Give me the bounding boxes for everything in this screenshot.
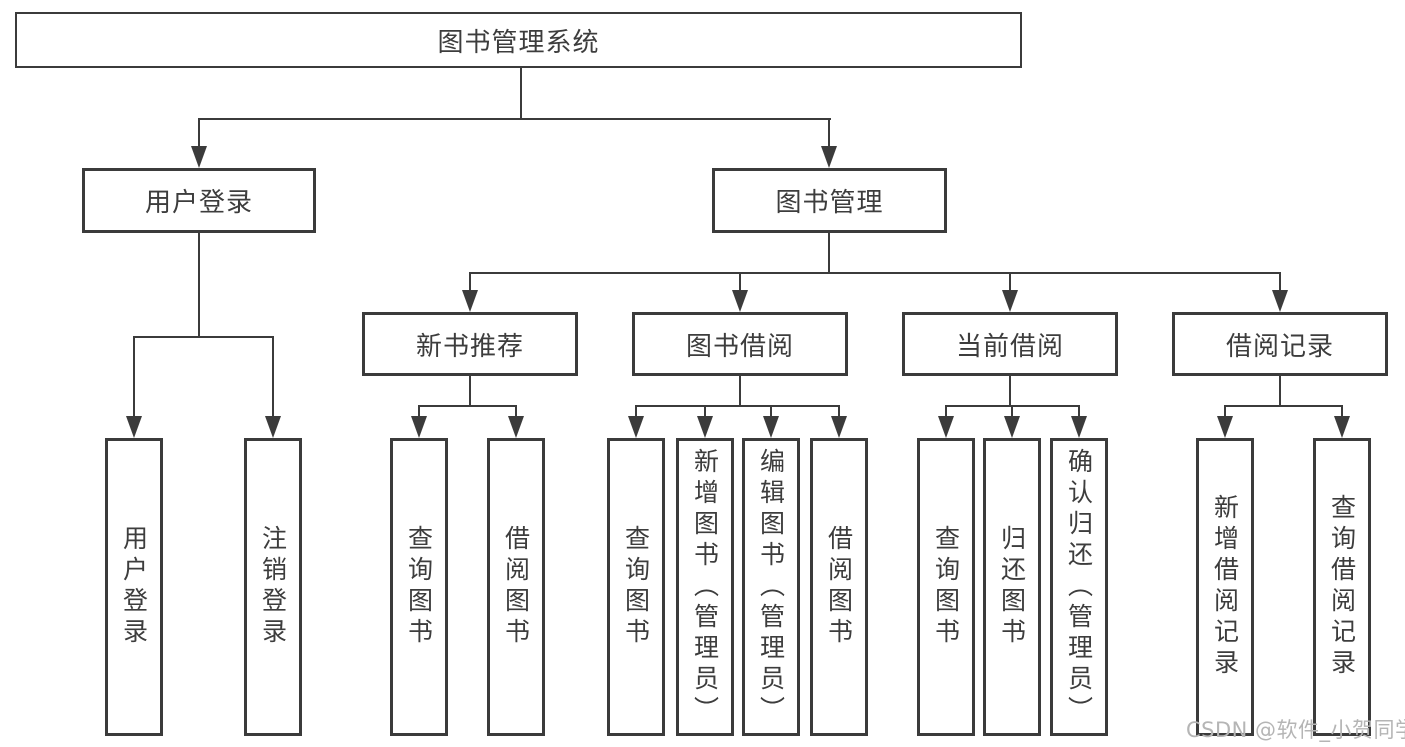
node-borrowing-records: 借阅记录	[1172, 312, 1388, 376]
leaf-query-books-current: 查询图书	[917, 438, 975, 736]
connector-line	[635, 405, 637, 418]
leaf-add-borrow-record: 新增借阅记录	[1196, 438, 1254, 736]
node-label: 查询借阅记录	[1327, 494, 1357, 680]
connector-line	[838, 405, 840, 418]
node-label: 当前借阅	[955, 331, 1064, 362]
leaf-user-login: 用户登录	[105, 438, 163, 736]
leaf-logout: 注销登录	[244, 438, 302, 736]
connector-line	[133, 336, 274, 338]
connector-line	[469, 376, 471, 405]
node-label: 借阅图书	[501, 525, 531, 649]
node-label: 用户登录	[144, 188, 253, 218]
node-label: 编辑图书（管理员）	[756, 447, 786, 727]
node-label: 新增图书（管理员）	[690, 447, 720, 727]
node-label: 查询图书	[931, 525, 961, 649]
connector-line	[520, 68, 522, 118]
node-book-management: 图书管理	[712, 168, 947, 233]
node-label: 用户登录	[119, 525, 149, 649]
node-label: 新增借阅记录	[1210, 494, 1240, 680]
arrow-down-icon	[1071, 416, 1087, 438]
arrow-down-icon	[732, 290, 748, 312]
node-label: 图书借阅	[685, 331, 794, 362]
connector-line	[945, 405, 947, 418]
node-label: 确认归还（管理员）	[1064, 447, 1094, 727]
arrow-down-icon	[1334, 416, 1350, 438]
arrow-down-icon	[1002, 290, 1018, 312]
arrow-down-icon	[1004, 416, 1020, 438]
connector-line	[469, 272, 1281, 274]
connector-line	[1341, 405, 1343, 418]
arrow-down-icon	[763, 416, 779, 438]
connector-line	[739, 272, 741, 292]
connector-line	[1009, 272, 1011, 292]
connector-line	[1279, 376, 1281, 405]
leaf-borrow-books-recommend: 借阅图书	[487, 438, 545, 736]
leaf-edit-book-admin: 编辑图书（管理员）	[742, 438, 800, 736]
leaf-return-book: 归还图书	[983, 438, 1041, 736]
node-book-borrowing: 图书借阅	[632, 312, 848, 376]
node-user-login: 用户登录	[82, 168, 316, 233]
connector-line	[1279, 272, 1281, 292]
leaf-query-books-recommend: 查询图书	[390, 438, 448, 736]
leaf-confirm-return-admin: 确认归还（管理员）	[1050, 438, 1108, 736]
connector-line	[418, 405, 420, 418]
node-label: 借阅图书	[824, 525, 854, 649]
connector-line	[418, 405, 517, 407]
connector-line	[770, 405, 772, 418]
connector-line	[198, 118, 831, 120]
connector-line	[828, 233, 830, 272]
node-label: 注销登录	[258, 525, 288, 649]
node-label: 图书管理	[775, 188, 884, 218]
connector-line	[635, 405, 840, 407]
connector-line	[198, 233, 200, 336]
arrow-down-icon	[191, 146, 207, 168]
connector-line	[469, 272, 471, 292]
node-label: 归还图书	[997, 525, 1027, 649]
arrow-down-icon	[628, 416, 644, 438]
connector-line	[272, 336, 274, 418]
connector-line	[828, 118, 830, 148]
node-label: 图书管理系统	[437, 27, 600, 58]
leaf-borrow-books-borrowing: 借阅图书	[810, 438, 868, 736]
arrow-down-icon	[1272, 290, 1288, 312]
arrow-down-icon	[1217, 416, 1233, 438]
node-label: 新书推荐	[415, 331, 524, 362]
arrow-down-icon	[831, 416, 847, 438]
connector-line	[1224, 405, 1343, 407]
connector-line	[133, 336, 135, 418]
node-new-book-recommend: 新书推荐	[362, 312, 578, 376]
arrow-down-icon	[265, 416, 281, 438]
arrow-down-icon	[508, 416, 524, 438]
node-label: 借阅记录	[1225, 331, 1334, 362]
connector-line	[739, 376, 741, 405]
arrow-down-icon	[821, 146, 837, 168]
leaf-query-borrow-record: 查询借阅记录	[1313, 438, 1371, 736]
leaf-add-book-admin: 新增图书（管理员）	[676, 438, 734, 736]
connector-line	[704, 405, 706, 418]
arrow-down-icon	[938, 416, 954, 438]
node-current-borrowing: 当前借阅	[902, 312, 1118, 376]
csdn-watermark: CSDN @软件_小贺同学	[1186, 718, 1405, 742]
leaf-query-books-borrowing: 查询图书	[607, 438, 665, 736]
arrow-down-icon	[697, 416, 713, 438]
node-label: 查询图书	[621, 525, 651, 649]
node-label: 查询图书	[404, 525, 434, 649]
arrow-down-icon	[411, 416, 427, 438]
connector-line	[1009, 376, 1011, 405]
connector-line	[198, 118, 200, 148]
connector-line	[515, 405, 517, 418]
connector-line	[1224, 405, 1226, 418]
arrow-down-icon	[126, 416, 142, 438]
arrow-down-icon	[462, 290, 478, 312]
connector-line	[1078, 405, 1080, 418]
connector-line	[1011, 405, 1013, 418]
node-book-management-system: 图书管理系统	[15, 12, 1022, 68]
